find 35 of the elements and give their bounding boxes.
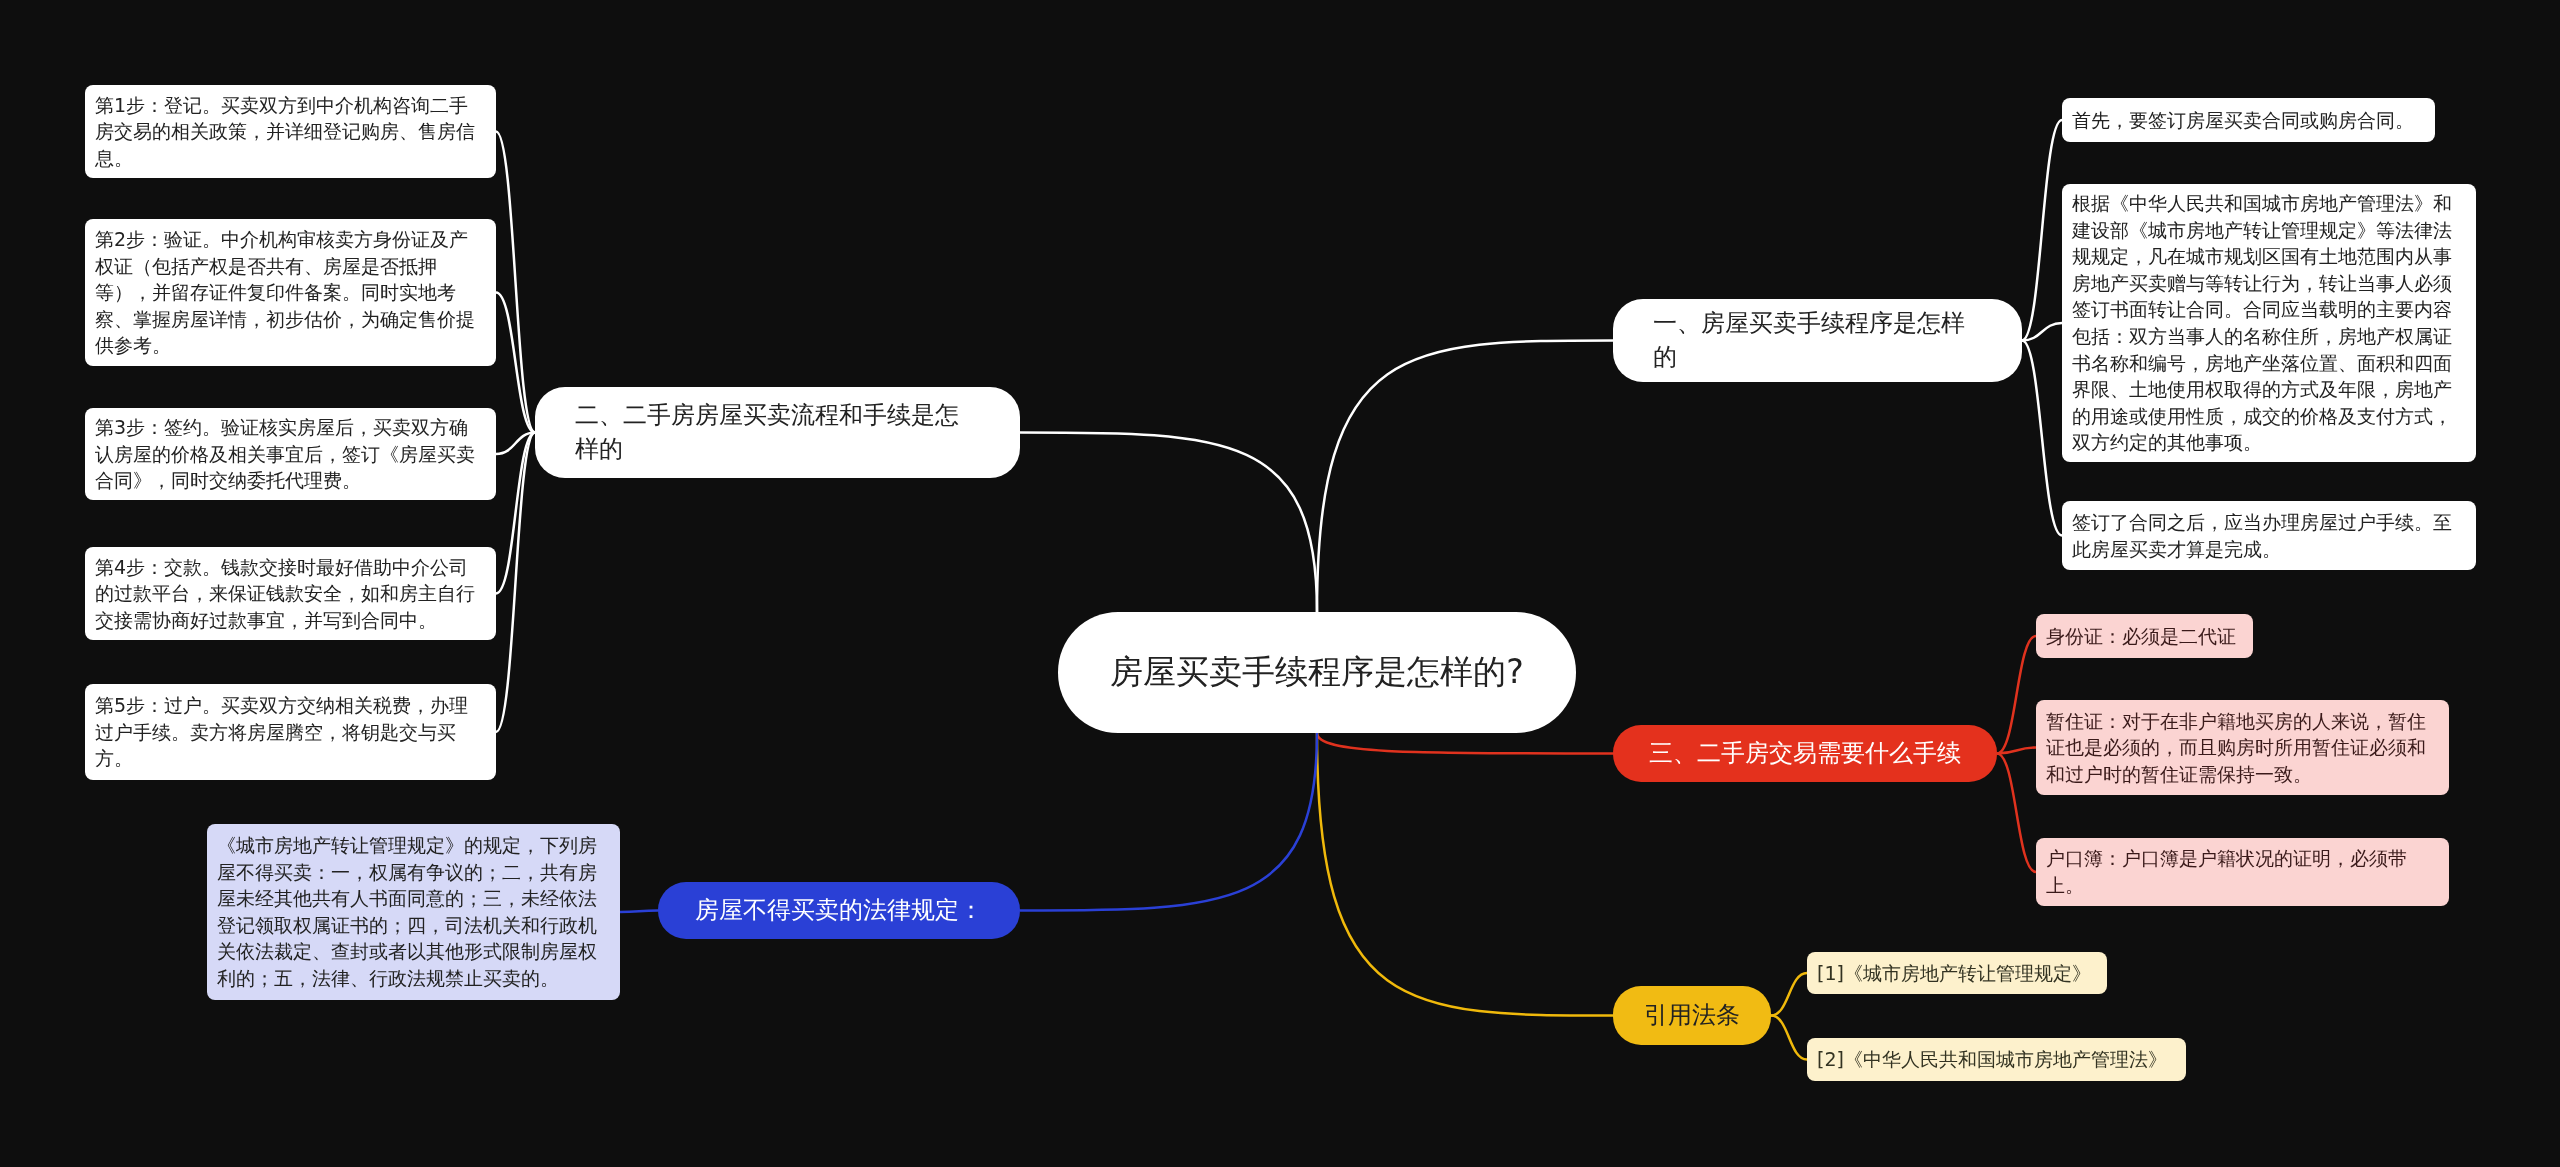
note-box: 第2步：验证。中介机构审核卖方身份证及产权证（包括产权是否共有、房屋是否抵押等），并留存证件复印件备案。同时实地考察、掌握房屋详情，初步估价，为确定售价提供参考。 [85,219,496,366]
note-box: [2]《中华人民共和国城市房地产管理法》 [1807,1038,2186,1081]
connector-line [1020,732,1319,912]
connector-line [1770,1014,1808,1061]
topic-box: 二、二手房房屋买卖流程和手续是怎样的 [535,387,1020,478]
connector-line [1315,732,1613,755]
note-box: 《城市房地产转让管理规定》的规定，下列房屋不得买卖：一，权属有争议的；二，共有房屋未经其他共有人书面同意的；三，未经依法登记领取权属证书的；四，司法机关和行政机关依法裁定、查封或者以其他形式限制房屋权利的；五，法律、行政法规禁止买卖的。 [207,824,620,1000]
note-box: 户口簿：户口簿是户籍状况的证明，必须带上。 [2036,838,2449,906]
connector-line [2021,119,2063,342]
connector-line [495,431,536,733]
note-box: 第5步：过户。买卖双方交纳相关税费，办理过户手续。卖方将房屋腾空，将钥匙交与买方。 [85,684,496,780]
note-box: 第4步：交款。钱款交接时最好借助中介公司的过款平台，来保证钱款安全，如和房主自行交接需协商好过款事宜，并写到合同中。 [85,547,496,640]
topic-box: 引用法条 [1613,986,1771,1045]
connector-line [1770,971,1808,1017]
note-box: 第1步：登记。买卖双方到中介机构咨询二手房交易的相关政策，并详细登记购房、售房信息。 [85,85,496,178]
note-box: 第3步：签约。验证核实房屋后，买卖双方确认房屋的价格及相关事宜后，签订《房屋买卖合同》，同时交纳委托代理费。 [85,408,496,500]
topic-box: 房屋不得买卖的法律规定： [658,882,1020,939]
central-topic-box: 房屋买卖手续程序是怎样的? [1058,612,1576,733]
note-box: 根据《中华人民共和国城市房地产管理法》和建设部《城市房地产转让管理规定》等法律法规规定，凡在城市规划区国有土地范围内从事房地产买卖赠与等转让行为，转让当事人必须签订书面转让合同。合同应当载明的主要内容包括：双方当事人的名称住所，房地产权属证书名称和编号，房地产坐落位置、面积和四面界限、土地使用权取得的方式及年限，房地产的用途或使用性质，成交的价格及支付方式，双方约定的其他事项。 [2062,184,2476,462]
topic-box: 一、房屋买卖手续程序是怎样的 [1613,299,2022,383]
connector-line [495,291,536,434]
connector-line [1996,634,2037,755]
note-box: 暂住证：对于在非户籍地买房的人来说，暂住证也是必须的，而且购房时所用暂住证必须和和过户时的暂住证需保持一致。 [2036,700,2449,795]
note-box: [1]《城市房地产转让管理规定》 [1807,952,2107,994]
connector-line [495,431,536,595]
topic-box: 三、二手房交易需要什么手续 [1613,725,1997,782]
connector-line [2021,339,2063,537]
connector-line [1996,752,2037,874]
note-box: 身份证：必须是二代证 [2036,614,2253,658]
connector-line [2021,321,2063,342]
note-box: 首先，要签订房屋买卖合同或购房合同。 [2062,98,2435,142]
connector-line [495,130,536,434]
note-box: 签订了合同之后，应当办理房屋过户手续。至此房屋买卖才算是完成。 [2062,501,2476,570]
connector-line [620,909,658,914]
connector-line [1020,431,1319,613]
